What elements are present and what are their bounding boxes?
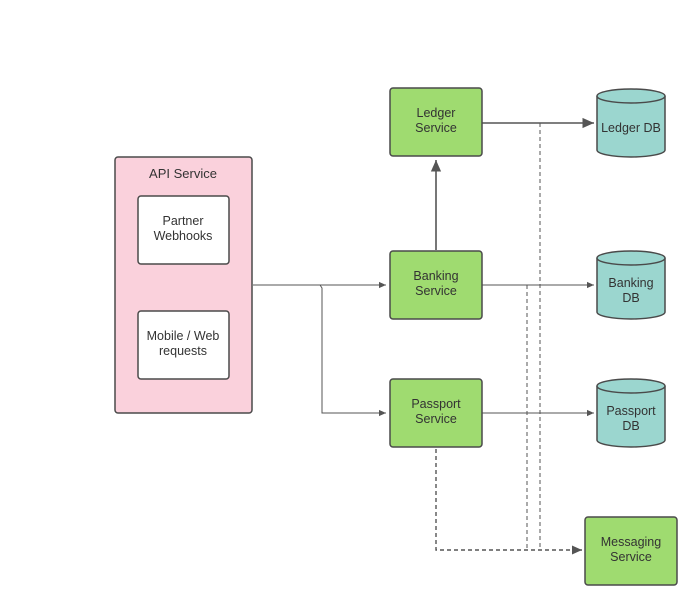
ledger-service-label-line2: Service bbox=[415, 121, 457, 135]
messaging-service-node[interactable]: Messaging Service bbox=[584, 516, 678, 586]
partner-webhooks-node[interactable]: Partner Webhooks bbox=[137, 195, 230, 265]
messaging-service-label-line2: Service bbox=[610, 550, 652, 564]
partner-webhooks-label-line1: Partner bbox=[163, 214, 204, 228]
banking-db-node[interactable]: Banking DB bbox=[596, 250, 666, 320]
banking-service-label-line1: Banking bbox=[413, 269, 458, 283]
passport-service-label-line2: Service bbox=[415, 412, 457, 426]
passport-service-node[interactable]: Passport Service bbox=[389, 378, 483, 448]
passport-db-node[interactable]: Passport DB bbox=[596, 378, 666, 448]
edges bbox=[253, 117, 594, 555]
passport-db-label-line1: Passport bbox=[606, 404, 656, 418]
messaging-service-label-line1: Messaging bbox=[601, 535, 661, 549]
api-service-title: API Service bbox=[149, 166, 217, 181]
passport-service-label-line1: Passport bbox=[411, 397, 461, 411]
mobile-web-label-line2: requests bbox=[159, 344, 207, 358]
mobile-web-label-line1: Mobile / Web bbox=[147, 329, 220, 343]
banking-service-node[interactable]: Banking Service bbox=[389, 250, 483, 320]
mobile-web-requests-node[interactable]: Mobile / Web requests bbox=[137, 310, 230, 380]
partner-webhooks-label-line2: Webhooks bbox=[154, 229, 213, 243]
ledger-db-node[interactable]: Ledger DB bbox=[596, 88, 666, 158]
ledger-service-label-line1: Ledger bbox=[417, 106, 456, 120]
banking-service-label-line2: Service bbox=[415, 284, 457, 298]
edge-passport-to-messaging bbox=[435, 449, 582, 555]
edge-api-to-passport bbox=[319, 284, 386, 417]
api-service-node[interactable]: API Service Partner Webhooks Mobile / We… bbox=[114, 156, 253, 414]
ledger-db-label: Ledger DB bbox=[601, 121, 661, 135]
banking-db-label-line2: DB bbox=[622, 291, 639, 305]
banking-db-label-line1: Banking bbox=[608, 276, 653, 290]
ledger-service-node[interactable]: Ledger Service bbox=[389, 87, 483, 157]
passport-db-label-line2: DB bbox=[622, 419, 639, 433]
